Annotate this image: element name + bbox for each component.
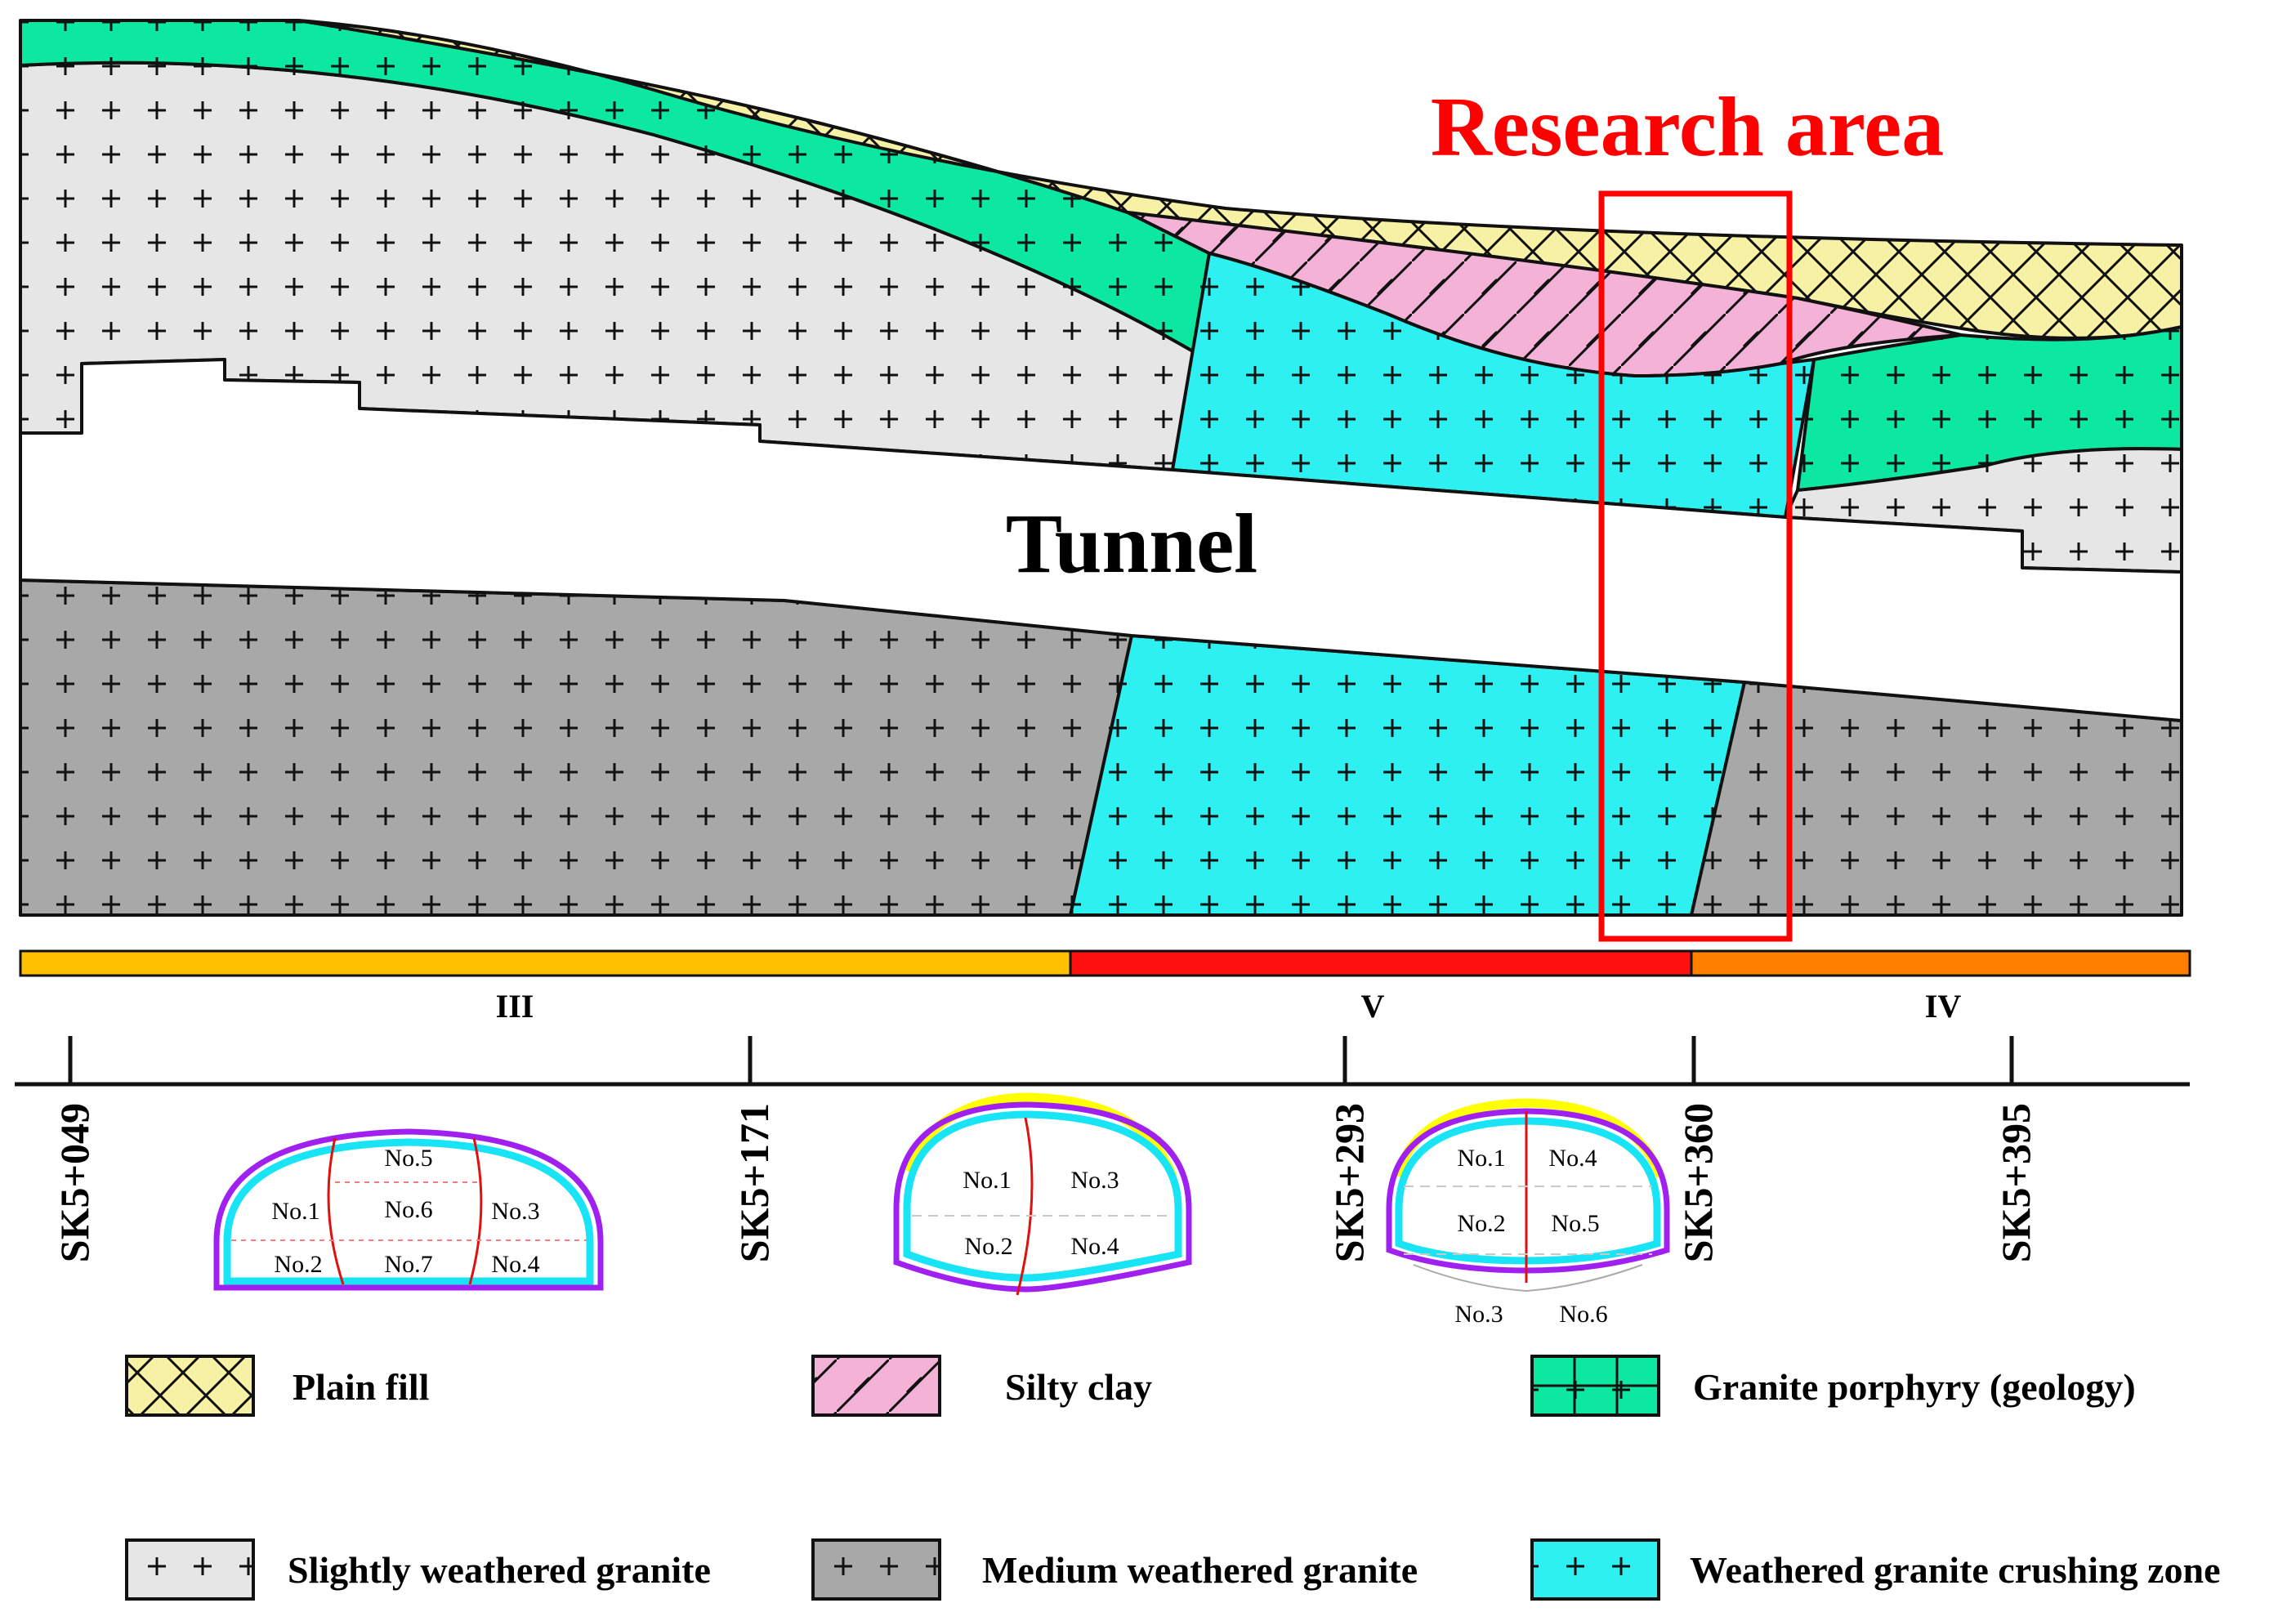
section1-cell-no5: No.5: [384, 1145, 432, 1172]
grade-label-V: V: [1361, 988, 1385, 1025]
station-axis: [15, 1036, 2190, 1087]
station-label-2: SK5+293: [1326, 1103, 1372, 1262]
layer-crushing-zone-lower-pattern: [1070, 636, 1744, 915]
station-label-1: SK5+171: [731, 1103, 777, 1262]
layer-silty-clay-pattern: [1128, 212, 1961, 376]
geology-layers: [19, 19, 2183, 917]
legend-swatch-crushing-zone-pattern: [1532, 1540, 1659, 1599]
legend-label-plain-fill: Plain fill: [293, 1366, 429, 1408]
research-area-label: Research area: [1431, 80, 1945, 174]
grade-label-III: III: [496, 988, 534, 1025]
porphyry-swatch-grid: [1532, 1356, 1659, 1415]
section3-cell-no6: No.6: [1559, 1301, 1607, 1328]
legend-label-granite-porphyry: Granite porphyry (geology): [1693, 1366, 2136, 1408]
legend-swatch-slightly-weathered-pattern: [127, 1540, 253, 1599]
layer-medium-weathered-granite-left-pattern: [20, 580, 1132, 915]
section3-cell-no3: No.3: [1454, 1301, 1503, 1328]
section1-cell-no4: No.4: [491, 1251, 539, 1278]
section1-cell-no7: No.7: [384, 1251, 432, 1278]
legend-swatch-silty-clay-pattern: [813, 1356, 940, 1415]
station-label-0: SK5+049: [51, 1103, 97, 1262]
legend-swatch-medium-weathered-pattern: [813, 1540, 940, 1599]
layer-granite-porphyry-upper-pattern: [20, 20, 1209, 351]
section1-cell-no2: No.2: [274, 1251, 322, 1278]
research-area-box: [1598, 190, 1793, 942]
layer-plain-fill-pattern: [298, 20, 2182, 338]
layer-slightly-weathered-granite-right-pattern: [1785, 449, 2182, 572]
legend-label-slightly-weathered: Slightly weathered granite: [288, 1549, 711, 1591]
section3-cell-no5: No.5: [1551, 1210, 1599, 1237]
legend: [125, 1355, 1660, 1601]
section2-cell-no3: No.3: [1070, 1167, 1119, 1194]
section3-cell-no2: No.2: [1457, 1210, 1505, 1237]
section2-cell-no4: No.4: [1070, 1233, 1119, 1260]
section3-cell-no1: No.1: [1457, 1145, 1505, 1172]
excavation-section-1: No.1 No.2 No.5 No.6 No.7 No.3 No.4: [213, 1128, 604, 1291]
grade-label-IV: IV: [1925, 988, 1962, 1025]
station-label-4: SK5+395: [1993, 1103, 2039, 1262]
grade-segment-V: [1069, 949, 1693, 977]
section1-cell-no6: No.6: [384, 1196, 432, 1223]
legend-label-silty-clay: Silty clay: [1005, 1366, 1152, 1408]
section2-cell-no2: No.2: [964, 1233, 1012, 1260]
layer-medium-weathered-granite-right-pattern: [1691, 682, 2182, 915]
section3-cell-no4: No.4: [1548, 1145, 1597, 1172]
grade-segment-III: [19, 949, 1072, 977]
legend-swatch-plain-fill-pattern: [127, 1356, 253, 1415]
tunnel-label: Tunnel: [1006, 497, 1257, 591]
grade-segment-IV: [1690, 949, 2191, 977]
section1-cell-no3: No.3: [491, 1198, 539, 1225]
tunnel-body: [19, 358, 2183, 722]
layer-crushing-zone-upper-pattern: [1173, 253, 1814, 517]
section1-cell-no1: No.1: [271, 1198, 319, 1225]
profile-outline: [19, 19, 2183, 917]
station-label-3: SK5+360: [1675, 1103, 1721, 1262]
layer-slightly-weathered-granite-left-pattern: [20, 62, 1193, 471]
legend-label-medium-weathered: Medium weathered granite: [982, 1549, 1418, 1591]
surrounding-rock-grade-bar: [19, 949, 2191, 977]
legend-label-crushing-zone: Weathered granite crushing zone: [1690, 1549, 2220, 1591]
excavation-section-2: No.1 No.2 No.3 No.4: [893, 1092, 1192, 1296]
section2-cell-no1: No.1: [963, 1167, 1011, 1194]
excavation-section-3: No.1 No.2 No.4 No.5 No.3 No.6: [1386, 1098, 1670, 1328]
